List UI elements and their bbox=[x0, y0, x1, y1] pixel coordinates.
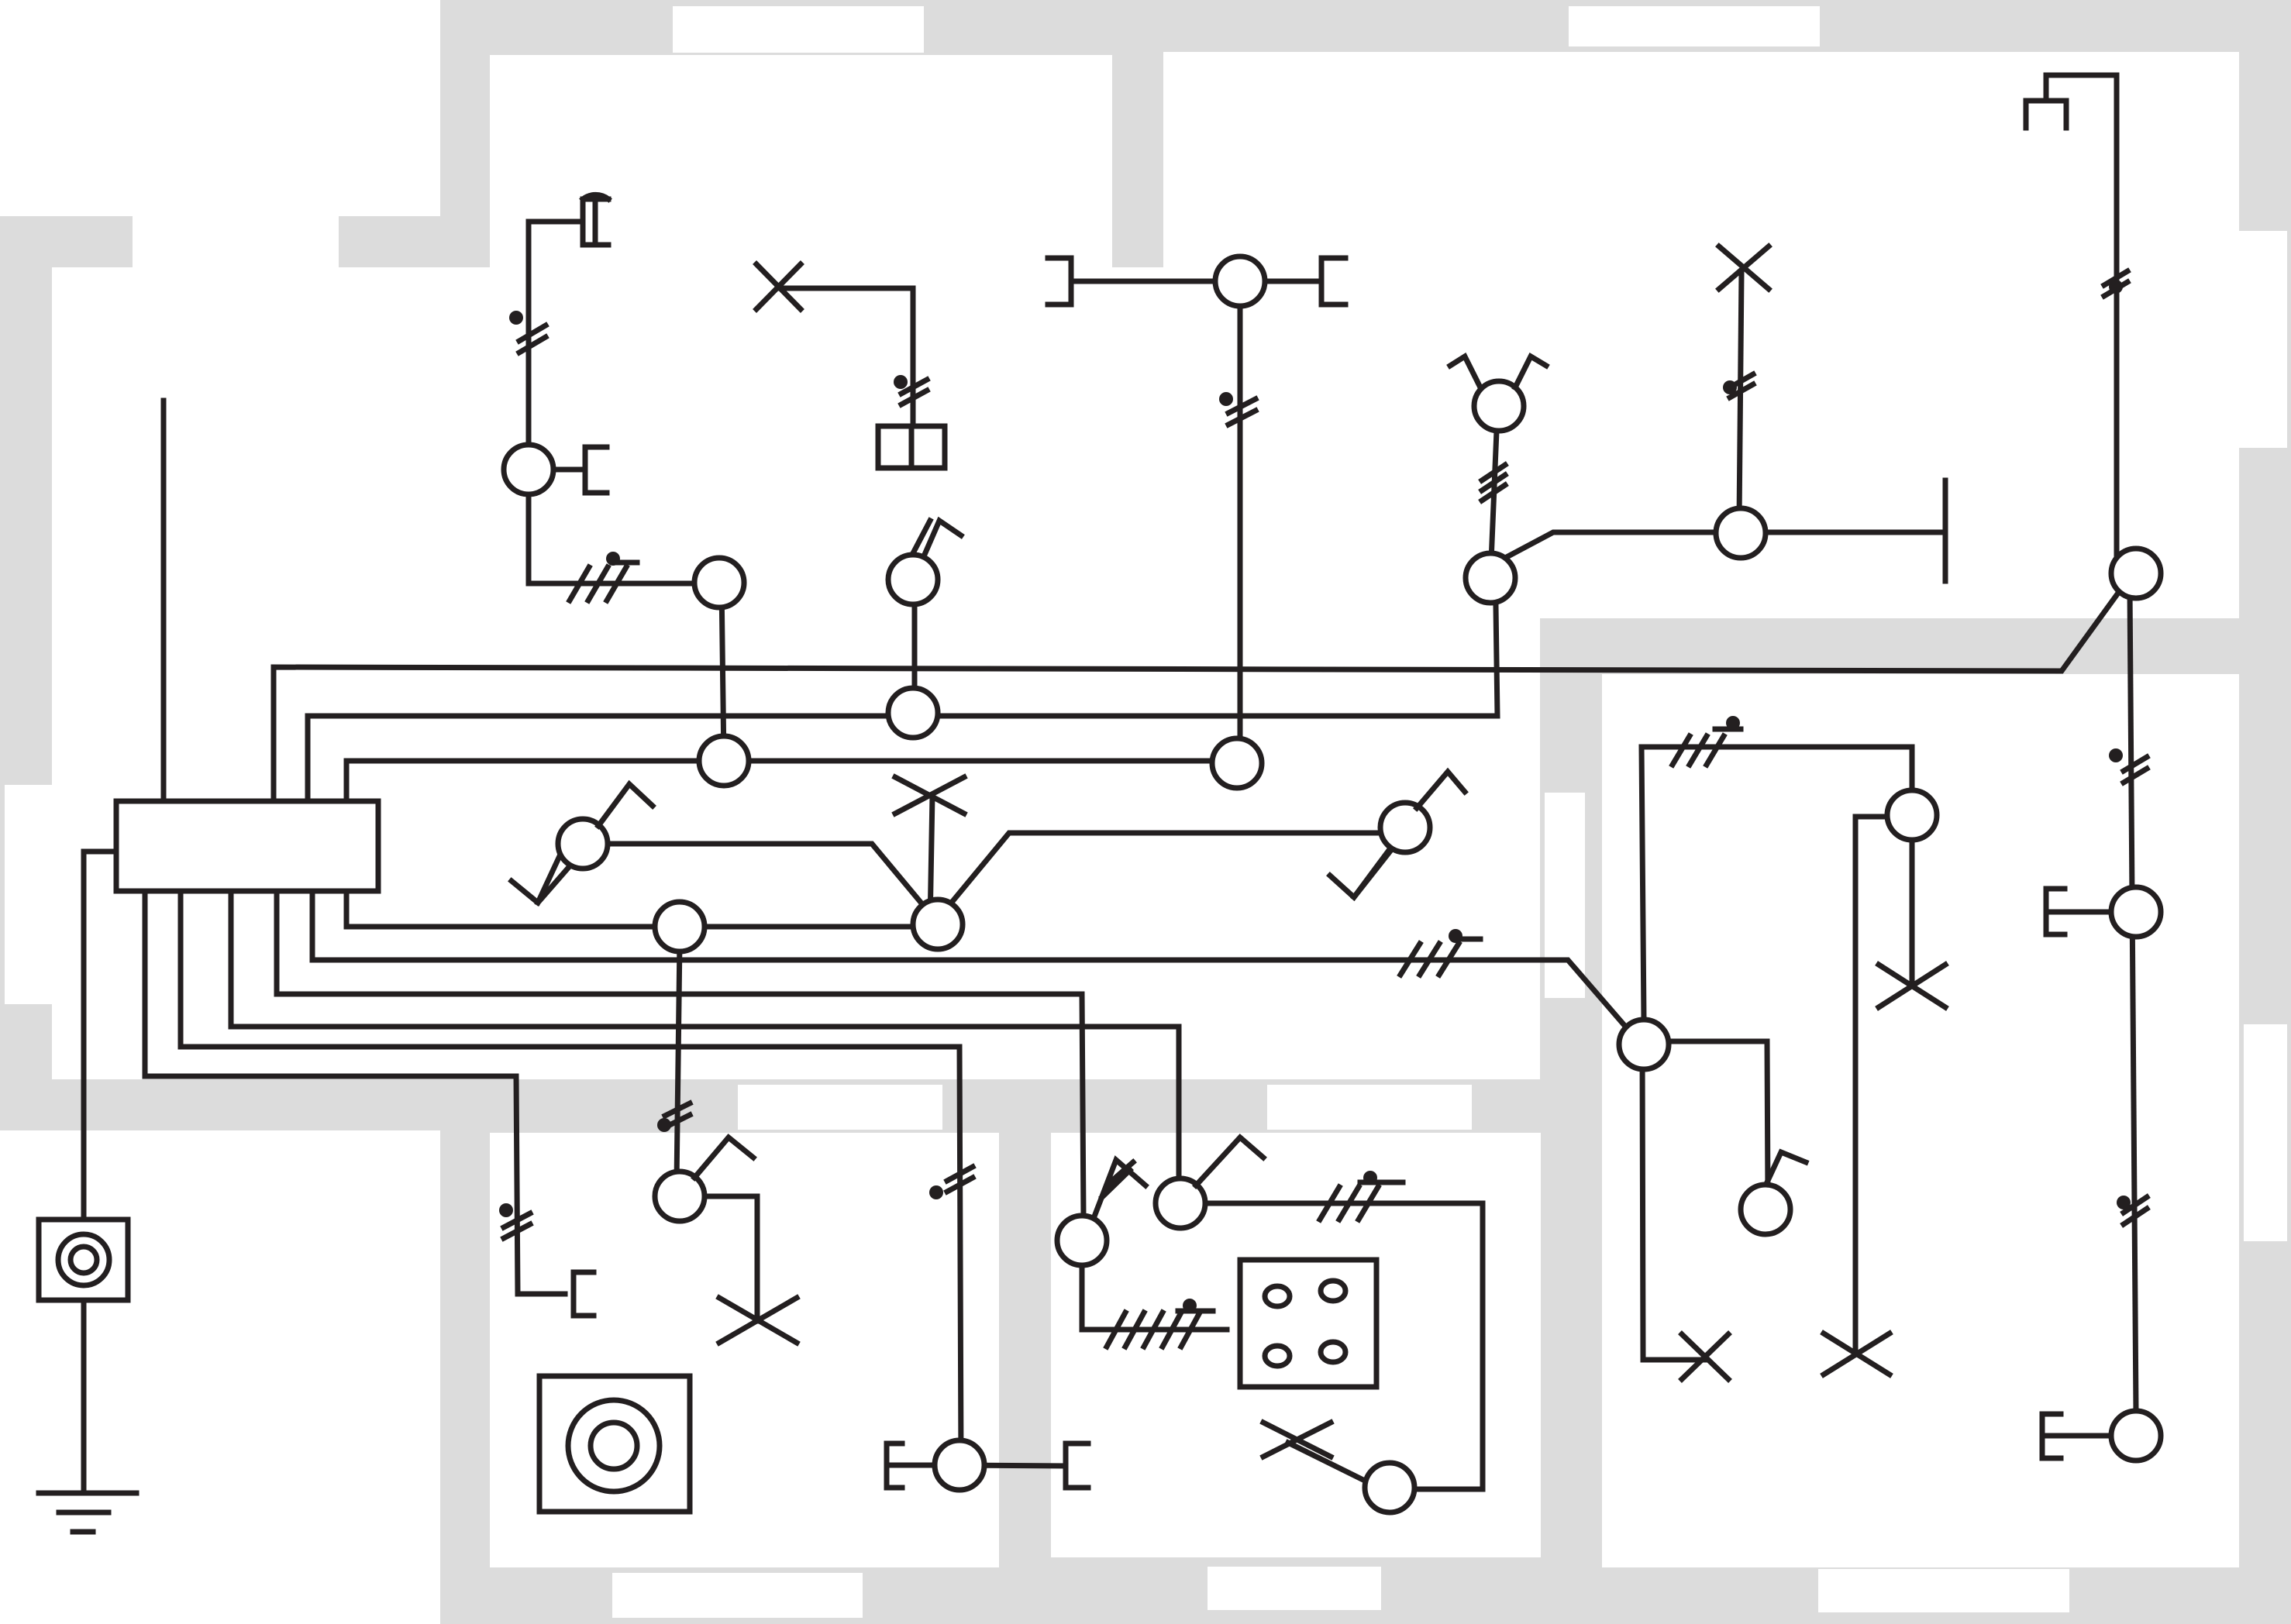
wall-switch bbox=[885, 552, 941, 607]
wall-switch bbox=[652, 1168, 708, 1224]
wall-switch bbox=[1738, 1182, 1793, 1237]
room-top-right bbox=[1163, 52, 2239, 618]
junction-boxes bbox=[501, 253, 2164, 1516]
socket-outlet-icon bbox=[1063, 1440, 1091, 1491]
socket-outlet-icon bbox=[569, 196, 612, 248]
ceiling-lamp-icon bbox=[715, 1294, 801, 1347]
socket-outlet-icon bbox=[552, 444, 610, 496]
wiring bbox=[81, 72, 2139, 1496]
water-heater-icon bbox=[536, 1373, 693, 1515]
ceiling-lamp-icon bbox=[753, 260, 804, 313]
junction-box bbox=[910, 896, 966, 952]
switch-levers bbox=[508, 352, 1810, 1220]
double-switch bbox=[555, 816, 611, 872]
double-switch bbox=[1152, 1175, 1208, 1231]
socket-outlet-icon bbox=[1045, 255, 1088, 308]
ceiling-lamp-icon bbox=[1820, 1330, 1893, 1378]
ceiling-lamps bbox=[715, 243, 1949, 1461]
wall-switch bbox=[1462, 550, 1518, 606]
junction-box bbox=[696, 733, 752, 789]
distribution-panel bbox=[113, 798, 381, 894]
rooms bbox=[52, 52, 2239, 1567]
junction-box bbox=[1713, 505, 1769, 561]
ceiling-lamp-icon bbox=[1678, 1330, 1732, 1383]
junction-box bbox=[501, 442, 556, 497]
wire-count-ticks bbox=[499, 267, 2151, 1350]
ceiling-lamp-icon bbox=[1875, 961, 1949, 1011]
wall-openings bbox=[5, 6, 2287, 1618]
wall-switch bbox=[1884, 787, 1940, 843]
ground-terminal-icon bbox=[36, 1216, 140, 1535]
double-switch bbox=[1377, 800, 1433, 855]
wall-switch bbox=[1362, 1460, 1418, 1516]
wall-lamp bbox=[1471, 378, 1527, 434]
junction-box bbox=[1054, 1213, 1110, 1268]
junction-box bbox=[1209, 735, 1265, 791]
junction-box bbox=[1212, 253, 1268, 309]
ceiling-lamp-icon bbox=[1715, 243, 1773, 293]
junction-box bbox=[2108, 545, 2164, 601]
junction-box bbox=[2108, 884, 2164, 940]
ceiling-lamp-icon bbox=[891, 773, 968, 817]
junction-box bbox=[1616, 1017, 1672, 1072]
junction-box bbox=[885, 685, 941, 741]
junction-box bbox=[932, 1437, 987, 1493]
room-top-left bbox=[490, 55, 1112, 611]
socket-outlet-icon bbox=[570, 1269, 597, 1319]
socket-outlet-icon bbox=[2023, 98, 2069, 131]
junction-box bbox=[652, 899, 708, 955]
junction-box bbox=[691, 555, 747, 611]
junction-box bbox=[2108, 1408, 2164, 1464]
ceiling-lamp-icon bbox=[1259, 1419, 1335, 1461]
socket-outlet-icon bbox=[1318, 255, 1349, 308]
electric-stove-icon bbox=[1237, 1257, 1380, 1390]
